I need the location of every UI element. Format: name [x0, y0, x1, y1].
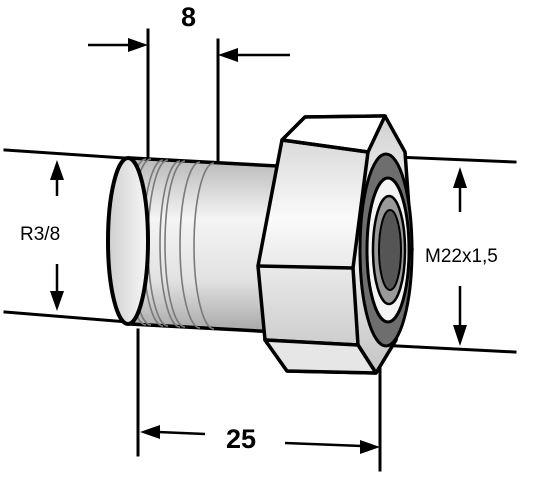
bottom-dimension-label: 25	[226, 424, 256, 454]
bottom-dim-arrow-right-shaft	[284, 441, 363, 448]
bottom-reference-line-right	[376, 343, 517, 354]
right-dim-arrow-up-head	[453, 167, 467, 188]
bottom-dimension: 25	[140, 424, 380, 454]
nut-bottom-chamfer	[263, 338, 378, 375]
bottom-dim-arrow-left-head	[140, 425, 160, 439]
nut-edge-middle	[257, 264, 354, 270]
bore-hole	[378, 209, 402, 291]
thread-line	[179, 161, 201, 329]
right-dim-arrow-down-head	[453, 325, 467, 346]
right-dimension: M22x1,5	[425, 167, 498, 346]
top-dim-arrow-right-head	[218, 48, 238, 62]
left-dim-arrow-up-head	[50, 160, 64, 180]
nut-edge-top	[281, 138, 369, 154]
thread-line	[159, 160, 181, 328]
thread-line	[193, 162, 215, 330]
top-reference-line-left	[3, 148, 142, 161]
top-dimension-label: 8	[181, 2, 196, 32]
bottom-dim-arrow-left-shaft	[157, 430, 206, 436]
top-dimension: 8	[88, 2, 290, 62]
top-reference-line-right	[393, 155, 517, 164]
right-dimension-label: M22x1,5	[425, 246, 498, 267]
thread-line	[164, 160, 186, 328]
body-end-face	[106, 156, 150, 326]
left-dimension: R3/8	[20, 160, 64, 311]
bottom-reference-line-left	[3, 310, 142, 325]
bottom-dim-arrow-right-head	[360, 440, 380, 454]
left-dimension-label: R3/8	[20, 224, 60, 245]
left-dim-arrow-down-head	[50, 291, 64, 311]
top-dim-arrow-left-head	[128, 38, 148, 52]
